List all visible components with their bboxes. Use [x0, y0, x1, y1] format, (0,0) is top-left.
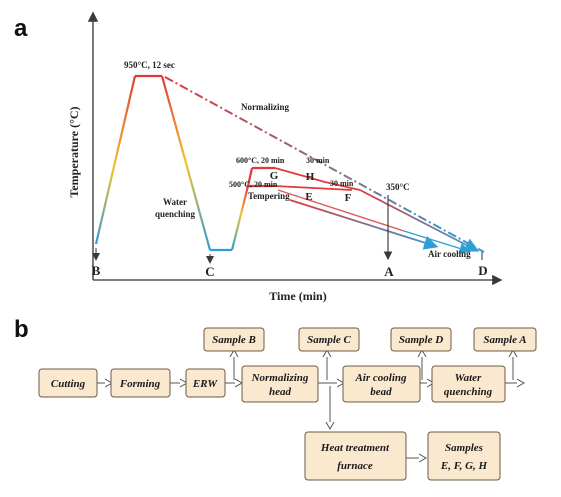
- cooling-line-solid-2: [403, 230, 471, 254]
- box-heat-treatment-furnace: [304, 431, 407, 481]
- box-normalizing-line2: head: [269, 386, 292, 398]
- reheat-ramp-upper: [246, 167, 254, 187]
- point-f: F: [345, 192, 352, 204]
- panel-b-label: b: [14, 316, 29, 343]
- box-air-cooling-bead: [342, 365, 421, 403]
- box-sample-c: [298, 327, 360, 352]
- point-b: B: [92, 263, 101, 278]
- box-sample-c-label: Sample C: [307, 334, 351, 346]
- y-axis-label: Temperature (°C): [67, 106, 81, 197]
- reheat-ramp: [230, 185, 250, 251]
- water-quench-line2: quenching: [155, 209, 196, 219]
- min30-lower-annotation: 30 min: [330, 179, 354, 188]
- cooling-line-upper: [359, 189, 480, 252]
- box-erw: [185, 368, 226, 398]
- point-g: G: [270, 170, 279, 182]
- box-water-quenching: [431, 365, 506, 403]
- box-sample-d: [390, 327, 452, 352]
- heating-ramp: [94, 75, 137, 245]
- box-sample-a: [473, 327, 537, 352]
- box-heat-line2: furnace: [337, 460, 373, 472]
- peak-annotation: 950°C, 12 sec: [124, 60, 175, 70]
- box-cutting: [38, 368, 98, 398]
- temp-350-annotation: 350°C: [386, 182, 410, 192]
- box-samples-efgh: [427, 431, 501, 481]
- box-air-line2: bead: [370, 386, 392, 398]
- box-samples-line2: E, F, G, H: [440, 460, 488, 472]
- box-sample-d-label: Sample D: [399, 334, 443, 346]
- box-air-line1: Air cooling: [354, 372, 407, 384]
- point-e: E: [305, 191, 312, 203]
- air-cooling-annotation: Air cooling: [428, 249, 471, 259]
- e-f-line: [274, 185, 353, 191]
- tempering-annotation: Tempering: [248, 191, 290, 201]
- cooling-line-lower: [289, 199, 439, 250]
- panel-a-label: a: [14, 15, 28, 42]
- flow-arrows: [97, 354, 520, 458]
- g-h-line: [274, 167, 326, 183]
- temp-500-annotation: 500°C, 20 min: [229, 180, 278, 189]
- box-forming-label: Forming: [119, 378, 161, 390]
- box-normalizing-line1: Normalizing: [251, 372, 309, 384]
- point-a: A: [384, 264, 394, 279]
- box-water-line1: Water: [455, 372, 482, 384]
- point-h: H: [306, 171, 315, 183]
- box-cutting-label: Cutting: [51, 378, 86, 390]
- box-sample-a-label: Sample A: [483, 334, 526, 346]
- point-d: D: [478, 263, 487, 278]
- box-sample-b-label: Sample B: [212, 334, 256, 346]
- water-quench-ramp: [160, 75, 212, 251]
- point-c: C: [205, 264, 214, 279]
- normalizing-annotation: Normalizing: [241, 102, 289, 112]
- box-normalizing-head: [241, 365, 319, 403]
- box-sample-b: [203, 327, 265, 352]
- x-axis-label: Time (min): [269, 289, 326, 303]
- box-water-line2: quenching: [444, 386, 493, 398]
- cooling-line-solid: [277, 189, 405, 232]
- h-to-cool: [324, 181, 361, 191]
- temp-600-annotation: 600°C, 20 min: [236, 156, 285, 165]
- box-samples-line1: Samples: [445, 442, 483, 454]
- box-forming: [110, 368, 171, 398]
- box-heat-line1: Heat treatment: [320, 442, 390, 454]
- box-erw-label: ERW: [192, 378, 218, 390]
- water-quench-line1: Water: [163, 197, 187, 207]
- min30-upper-annotation: 30 min: [306, 156, 330, 165]
